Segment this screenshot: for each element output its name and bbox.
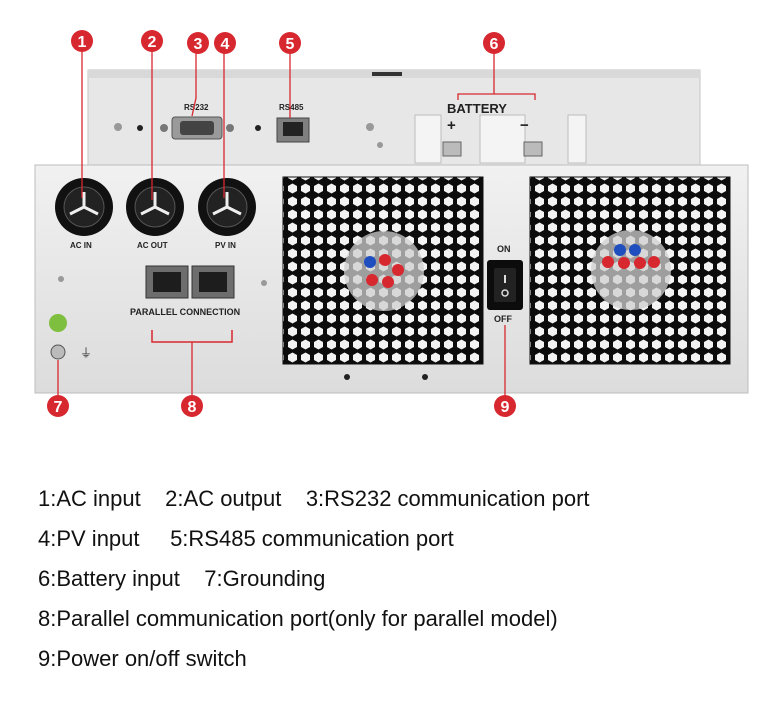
battery-label: BATTERY (447, 101, 507, 116)
callout-1: 1 (71, 30, 93, 52)
callout-8: 8 (181, 395, 203, 417)
fan-grille-right (530, 177, 730, 364)
callout-3: 3 (187, 32, 209, 54)
ac-in-connector[interactable] (55, 178, 113, 236)
inverter-rear-panel-photo: RS232 RS485 BATTERY + − AC IN AC OUT PV … (0, 0, 767, 440)
svg-text:9: 9 (501, 399, 510, 416)
callout-5: 5 (279, 32, 301, 54)
callout-2: 2 (141, 30, 163, 52)
legend-line-5: 9:Power on/off switch (38, 646, 247, 672)
parallel-port-1[interactable] (146, 266, 188, 298)
svg-text:7: 7 (54, 399, 63, 416)
ground-symbol: ⏚ (80, 346, 92, 360)
ac-out-label: AC OUT (137, 241, 168, 250)
callout-6: 6 (483, 32, 505, 54)
rs485-port[interactable] (277, 118, 309, 142)
pv-in-label: PV IN (215, 241, 236, 250)
fan-grille-left (283, 177, 483, 364)
pv-in-connector[interactable] (198, 178, 256, 236)
legend-line-4: 8:Parallel communication port(only for p… (38, 606, 558, 632)
svg-text:2: 2 (148, 34, 157, 51)
svg-text:6: 6 (490, 36, 499, 53)
svg-text:5: 5 (286, 36, 295, 53)
svg-text:1: 1 (78, 34, 87, 51)
rs485-label: RS485 (279, 103, 304, 112)
power-switch[interactable] (487, 260, 523, 310)
callout-9: 9 (494, 395, 516, 417)
svg-text:8: 8 (188, 399, 197, 416)
battery-minus-label: − (520, 117, 529, 134)
legend-line-1: 1:AC input 2:AC output 3:RS232 communica… (38, 486, 590, 512)
parallel-port-2[interactable] (192, 266, 234, 298)
parallel-connection-label: PARALLEL CONNECTION (130, 307, 240, 317)
battery-plus-label: + (447, 117, 456, 134)
ac-in-label: AC IN (70, 241, 92, 250)
callout-4: 4 (214, 32, 236, 54)
switch-off-label: OFF (494, 314, 512, 324)
rs232-label: RS232 (184, 103, 209, 112)
svg-text:4: 4 (221, 36, 230, 53)
legend-line-2: 4:PV input 5:RS485 communication port (38, 526, 454, 552)
ac-out-connector[interactable] (126, 178, 184, 236)
legend-line-3: 6:Battery input 7:Grounding (38, 566, 325, 592)
svg-text:3: 3 (194, 36, 203, 53)
callout-7: 7 (47, 395, 69, 417)
switch-on-label: ON (497, 244, 511, 254)
